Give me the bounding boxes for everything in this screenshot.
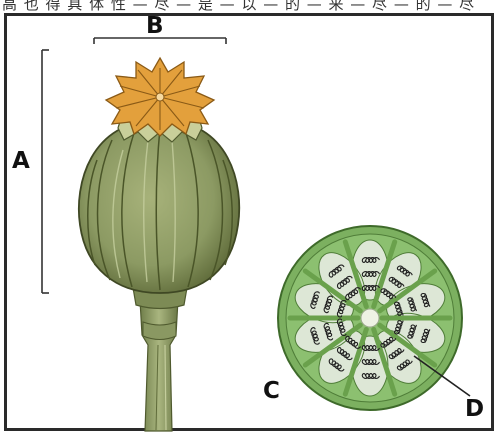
stigmatic-crown [106,58,214,142]
label-b: B [146,15,164,38]
label-a: A [12,150,30,173]
dimension-bracket-a [42,50,49,293]
stem [140,300,178,431]
capsule-body [79,120,239,293]
label-d: D [465,398,484,421]
cross-section [278,226,462,410]
label-c: C [263,380,280,403]
